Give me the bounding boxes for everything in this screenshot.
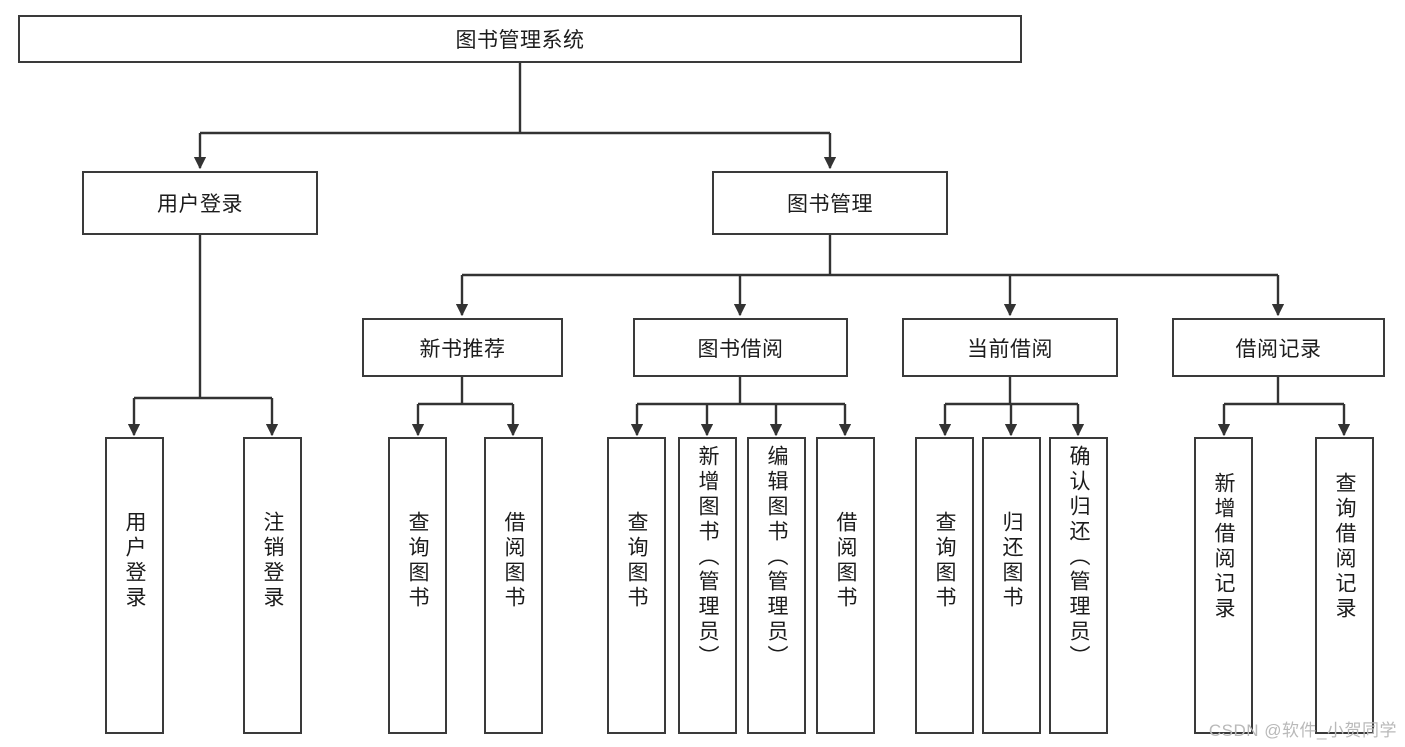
leaf-query-book-recommend[interactable]: 查询图书	[388, 437, 447, 734]
node-label: 当前借阅	[967, 337, 1053, 361]
node-book-management[interactable]: 图书管理	[712, 171, 948, 235]
leaf-user-login[interactable]: 用户登录	[105, 437, 164, 734]
node-label: 归还图书	[1000, 511, 1023, 611]
node-label: 查询图书	[933, 511, 956, 611]
node-label: 查询图书	[625, 511, 648, 611]
node-label: 图书管理系统	[455, 29, 585, 52]
node-label: 新书推荐	[419, 337, 506, 361]
leaf-query-borrow-record[interactable]: 查询借阅记录	[1315, 437, 1374, 734]
leaf-borrow-book[interactable]: 借阅图书	[816, 437, 875, 734]
node-borrow-records[interactable]: 借阅记录	[1172, 318, 1385, 377]
node-book-borrow[interactable]: 图书借阅	[633, 318, 848, 377]
node-label: 确认归还（管理员）	[1067, 445, 1090, 670]
node-label: 新增图书（管理员）	[696, 445, 719, 670]
node-label: 借阅记录	[1235, 337, 1322, 361]
node-label: 编辑图书（管理员）	[765, 445, 788, 670]
node-label: 用户登录	[157, 193, 243, 216]
leaf-borrow-book-recommend[interactable]: 借阅图书	[484, 437, 543, 734]
node-label: 查询借阅记录	[1333, 472, 1356, 622]
node-root-system[interactable]: 图书管理系统	[18, 15, 1022, 63]
leaf-return-book[interactable]: 归还图书	[982, 437, 1041, 734]
node-label: 用户登录	[123, 511, 146, 611]
node-label: 新增借阅记录	[1212, 472, 1235, 622]
node-label: 查询图书	[406, 511, 429, 611]
leaf-logout[interactable]: 注销登录	[243, 437, 302, 734]
node-label: 注销登录	[261, 511, 284, 611]
leaf-query-book-current[interactable]: 查询图书	[915, 437, 974, 734]
node-label: 借阅图书	[502, 511, 525, 611]
leaf-confirm-return-admin[interactable]: 确认归还（管理员）	[1049, 437, 1108, 734]
node-user-login[interactable]: 用户登录	[82, 171, 318, 235]
leaf-add-book-admin[interactable]: 新增图书（管理员）	[678, 437, 737, 734]
node-label: 图书管理	[787, 193, 873, 216]
node-label: 借阅图书	[834, 511, 857, 611]
csdn-watermark: CSDN @软件_小贺同学	[1208, 721, 1397, 740]
node-new-book-recommend[interactable]: 新书推荐	[362, 318, 563, 377]
node-label: 图书借阅	[697, 337, 784, 361]
node-current-borrow[interactable]: 当前借阅	[902, 318, 1118, 377]
leaf-edit-book-admin[interactable]: 编辑图书（管理员）	[747, 437, 806, 734]
leaf-query-book-borrow[interactable]: 查询图书	[607, 437, 666, 734]
leaf-add-borrow-record[interactable]: 新增借阅记录	[1194, 437, 1253, 734]
